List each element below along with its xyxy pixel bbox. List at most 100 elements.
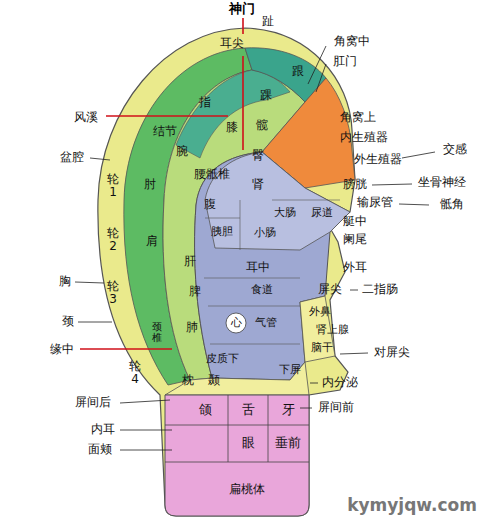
part-name: 小肠 (254, 227, 276, 239)
part-name: 脾 (189, 285, 201, 298)
part-name: 外生殖器 (354, 153, 402, 166)
part-name: 耳尖 (220, 37, 244, 50)
part-name: 肺 (186, 321, 198, 334)
part-name: 肘 (144, 178, 156, 191)
part-name: 眼 (242, 436, 255, 450)
watermark: kymyjqw.com (347, 496, 477, 515)
part-name: 扁桃体 (229, 483, 265, 496)
leader-line (242, 56, 244, 150)
part-name: 心 (231, 317, 242, 329)
part-name: 腕 (176, 145, 188, 158)
region-line (205, 218, 240, 219)
leader-lines (75, 46, 435, 450)
antitragus (165, 362, 309, 395)
part-name: 外鼻 (309, 306, 331, 318)
grid-line (228, 395, 229, 462)
part-name: 踝 (260, 89, 272, 102)
part-name: 牙 (282, 403, 295, 417)
part-name: 神门 (229, 2, 255, 16)
part-name: 跟 (292, 65, 304, 78)
part-name: 气管 (255, 317, 277, 329)
part-name: 屏尖 (318, 283, 342, 296)
part-name: 面颊 (88, 443, 112, 456)
part-name: 髋 (256, 119, 268, 132)
grid-line (165, 425, 309, 426)
part-name: 阑尾 (343, 233, 367, 246)
part-name: 腹 (204, 198, 216, 211)
leader-line (90, 158, 110, 160)
part-name: 皮质下 (206, 353, 239, 365)
part-name: 颞 (208, 374, 220, 387)
part-name: 外耳 (343, 261, 367, 274)
part-name: 风溪 (74, 111, 98, 124)
leader-line (310, 383, 318, 384)
part-name: 尿道 (311, 207, 333, 219)
concha (195, 152, 350, 380)
part-name: 内耳 (91, 423, 115, 436)
part-name: 角窝上 (340, 111, 376, 124)
part-name: 角窝中 (334, 35, 370, 48)
part-name: 膀胱 (343, 178, 367, 191)
part-name: 腰骶椎 (194, 168, 230, 181)
region-line (240, 200, 241, 250)
red-leaders (80, 18, 243, 349)
leader-line (80, 348, 172, 350)
part-name: 枕 (182, 374, 194, 387)
part-name: 趾 (262, 15, 274, 28)
part-name: 轮3 (107, 280, 119, 306)
part-name: 颌 (199, 403, 212, 417)
part-name: 结节 (153, 125, 177, 138)
region-lines (204, 200, 340, 344)
part-name: 大肠 (274, 207, 296, 219)
lobe-grid (165, 395, 309, 462)
part-name: 垂前 (275, 436, 301, 450)
part-name: 膝 (226, 121, 238, 134)
region-line (204, 278, 300, 279)
leader-line (372, 184, 412, 185)
part-name: 肩 (146, 235, 158, 248)
leader-line (402, 152, 435, 158)
region-line (208, 306, 300, 307)
leader-line (120, 430, 172, 431)
ear-lobe (165, 395, 309, 516)
part-name: 艇中 (343, 215, 367, 228)
leader-line (242, 18, 244, 34)
leader-line (316, 64, 326, 92)
part-name: 轮1 (107, 173, 119, 199)
part-name: 食道 (251, 284, 273, 296)
part-name: 轮2 (107, 227, 119, 253)
part-name: 缘中 (50, 343, 74, 356)
part-name: 内生殖器 (340, 131, 388, 144)
part-name: 交感 (443, 143, 467, 156)
leader-line (399, 204, 429, 205)
part-name: 肾 (252, 178, 264, 191)
part-name: 二指肠 (362, 283, 398, 296)
part-name: 屏间前 (318, 401, 354, 414)
part-name: 内分泌 (322, 376, 358, 389)
leader-line (300, 408, 312, 409)
part-name: 轮4 (129, 360, 141, 386)
part-name: 输尿管 (357, 196, 393, 209)
leader-line (120, 450, 172, 451)
leader-line (106, 115, 228, 117)
part-name: 屏间后 (75, 396, 111, 409)
part-name: 舌 (242, 403, 255, 417)
part-name: 指 (199, 96, 211, 109)
part-name: 骶角 (440, 198, 464, 211)
region-line (210, 344, 300, 345)
part-name: 耳中 (246, 261, 270, 274)
leader-line (78, 322, 112, 323)
part-name: 下屏 (279, 364, 301, 376)
part-name: 肾上腺 (316, 324, 349, 336)
heart-circle (226, 313, 246, 333)
part-name: 坐骨神经 (418, 176, 466, 189)
grid-line (268, 395, 269, 462)
part-name: 胸 (59, 275, 71, 288)
part-name: 臀 (252, 149, 264, 162)
part-name: 肛门 (333, 55, 357, 68)
part-name: 盆腔 (60, 151, 84, 164)
leader-line (350, 290, 358, 291)
